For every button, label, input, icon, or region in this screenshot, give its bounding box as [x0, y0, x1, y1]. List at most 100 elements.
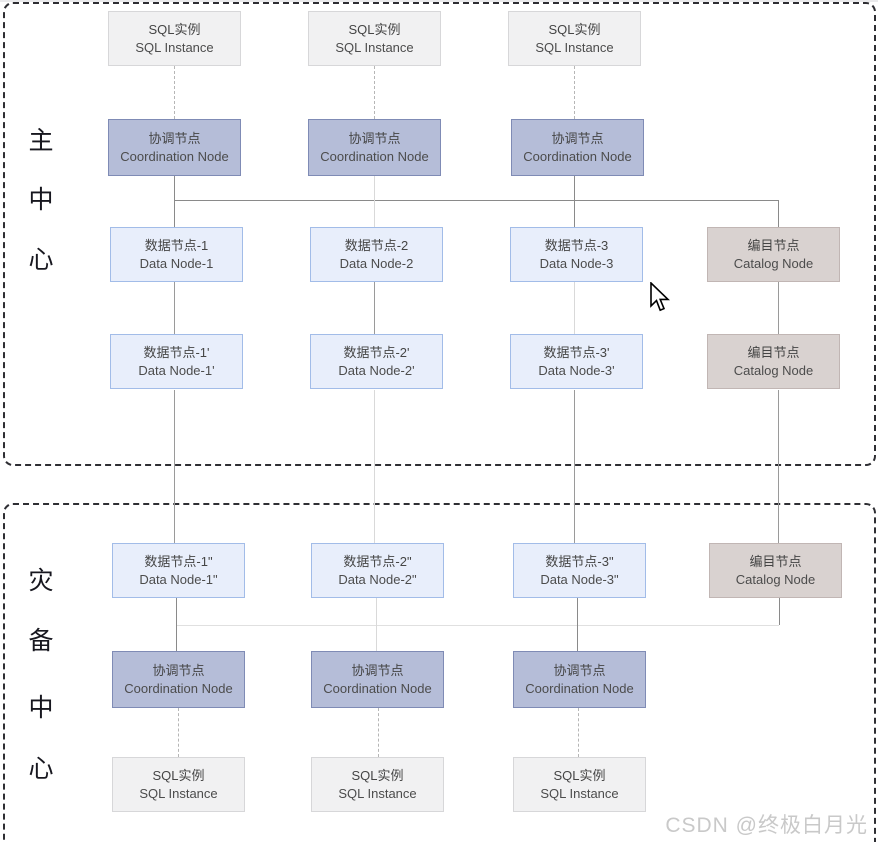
node-label-en: Catalog Node [733, 255, 814, 271]
node-label-zh: 编目节点 [747, 345, 800, 361]
connector-coord3-sql3-dr [578, 708, 579, 757]
connector-coord1-sql1-dr [178, 708, 179, 757]
node-label-en: Catalog Node [733, 362, 814, 378]
node-catalog-main-2: 编目节点 Catalog Node [707, 334, 840, 389]
connector-dr-bus [176, 625, 779, 626]
node-label-en: Coordination Node [124, 680, 233, 696]
connector-catalog2-catalog3 [778, 390, 779, 543]
node-data-2-doubleprime: 数据节点-2" Data Node-2" [311, 543, 444, 598]
node-label-zh: 数据节点-1' [143, 345, 210, 361]
node-label-zh: SQL实例 [348, 22, 401, 38]
dr-center-label-char: 灾 [28, 567, 54, 595]
connector-coord1-data1 [174, 176, 175, 228]
connector-data3pp-coord3 [577, 598, 578, 651]
connector-data3-data3p [574, 282, 575, 334]
node-label-en: Data Node-2" [338, 571, 417, 587]
node-catalog-main-1: 编目节点 Catalog Node [707, 227, 840, 282]
node-label-en: SQL Instance [338, 785, 417, 801]
connector-data1-data1p [174, 282, 175, 334]
connector-data2pp-coord2 [376, 598, 377, 651]
connector-data3p-data3pp [574, 390, 575, 543]
node-label-en: Coordination Node [120, 148, 229, 164]
node-label-zh: SQL实例 [152, 768, 205, 784]
node-data-1: 数据节点-1 Data Node-1 [110, 227, 243, 282]
node-catalog-dr: 编目节点 Catalog Node [709, 543, 842, 598]
connector-sql1-coord1 [174, 66, 175, 119]
mouse-cursor-icon [650, 282, 670, 312]
node-label-en: SQL Instance [540, 785, 619, 801]
node-label-en: Data Node-2 [339, 255, 414, 271]
node-label-zh: 数据节点-1 [144, 238, 209, 254]
node-label-zh: 数据节点-3 [544, 238, 609, 254]
top-edge-strip [0, 0, 878, 2]
node-label-en: SQL Instance [139, 785, 218, 801]
node-label-zh: 协调节点 [348, 131, 401, 147]
dr-center-label-char: 心 [28, 755, 54, 783]
node-coordination-dr-2: 协调节点 Coordination Node [311, 651, 444, 708]
region-disaster-center [3, 503, 876, 842]
node-label-zh: 协调节点 [553, 663, 606, 679]
watermark: CSDN @终极白月光 [665, 814, 868, 837]
node-data-1-prime: 数据节点-1' Data Node-1' [110, 334, 243, 389]
node-label-zh: 数据节点-3' [543, 345, 610, 361]
node-sql-instance-dr-1: SQL实例 SQL Instance [112, 757, 245, 812]
node-sql-instance-dr-2: SQL实例 SQL Instance [311, 757, 444, 812]
node-label-zh: SQL实例 [553, 768, 606, 784]
main-center-label-char: 心 [28, 246, 54, 274]
connector-sql2-coord2 [374, 66, 375, 119]
dr-center-label-char: 中 [28, 694, 54, 722]
node-label-en: Coordination Node [320, 148, 429, 164]
connector-data1p-data1pp [174, 390, 175, 543]
node-data-3: 数据节点-3 Data Node-3 [510, 227, 643, 282]
node-data-1-doubleprime: 数据节点-1" Data Node-1" [112, 543, 245, 598]
node-label-en: Data Node-3" [540, 571, 619, 587]
connector-catalog3-bus [779, 598, 780, 625]
node-label-zh: 编目节点 [749, 554, 802, 570]
node-data-3-prime: 数据节点-3' Data Node-3' [510, 334, 643, 389]
connector-catalog1-catalog2 [778, 282, 779, 334]
node-sql-instance-main-2: SQL实例 SQL Instance [308, 11, 441, 66]
node-label-zh: 协调节点 [152, 663, 205, 679]
node-label-zh: 数据节点-2 [344, 238, 409, 254]
node-sql-instance-dr-3: SQL实例 SQL Instance [513, 757, 646, 812]
node-data-2-prime: 数据节点-2' Data Node-2' [310, 334, 443, 389]
node-coordination-dr-1: 协调节点 Coordination Node [112, 651, 245, 708]
node-label-zh: SQL实例 [351, 768, 404, 784]
connector-coord3-data3 [574, 176, 575, 228]
node-coordination-main-2: 协调节点 Coordination Node [308, 119, 441, 176]
node-coordination-main-1: 协调节点 Coordination Node [108, 119, 241, 176]
node-label-en: Data Node-3 [539, 255, 614, 271]
node-sql-instance-main-1: SQL实例 SQL Instance [108, 11, 241, 66]
node-label-zh: 协调节点 [351, 663, 404, 679]
node-label-zh: 数据节点-1" [144, 554, 213, 570]
main-center-label-char: 主 [28, 127, 54, 155]
node-label-en: Data Node-2' [338, 362, 415, 378]
node-label-zh: 协调节点 [148, 131, 201, 147]
node-label-en: Data Node-1" [139, 571, 218, 587]
node-label-zh: 数据节点-2" [343, 554, 412, 570]
connector-bus-catalog1 [778, 200, 779, 228]
main-center-label-char: 中 [28, 186, 54, 214]
node-label-en: Coordination Node [323, 680, 432, 696]
node-label-en: Coordination Node [523, 148, 632, 164]
node-label-en: Data Node-1' [138, 362, 215, 378]
connector-data2p-data2pp [374, 390, 375, 543]
node-label-en: Data Node-3' [538, 362, 615, 378]
node-coordination-main-3: 协调节点 Coordination Node [511, 119, 644, 176]
node-sql-instance-main-3: SQL实例 SQL Instance [508, 11, 641, 66]
dr-center-label-char: 备 [28, 627, 54, 655]
node-label-zh: 数据节点-2' [343, 345, 410, 361]
node-label-en: SQL Instance [135, 39, 214, 55]
node-label-zh: SQL实例 [548, 22, 601, 38]
node-label-en: Data Node-1 [139, 255, 214, 271]
node-label-en: SQL Instance [335, 39, 414, 55]
connector-main-bus [174, 200, 778, 201]
node-label-zh: 编目节点 [747, 238, 800, 254]
connector-coord2-sql2-dr [378, 708, 379, 757]
node-label-zh: 数据节点-3" [545, 554, 614, 570]
connector-data1pp-coord1 [176, 598, 177, 651]
node-label-en: Catalog Node [735, 571, 816, 587]
node-label-en: Coordination Node [525, 680, 634, 696]
connector-coord2-data2 [374, 176, 375, 228]
